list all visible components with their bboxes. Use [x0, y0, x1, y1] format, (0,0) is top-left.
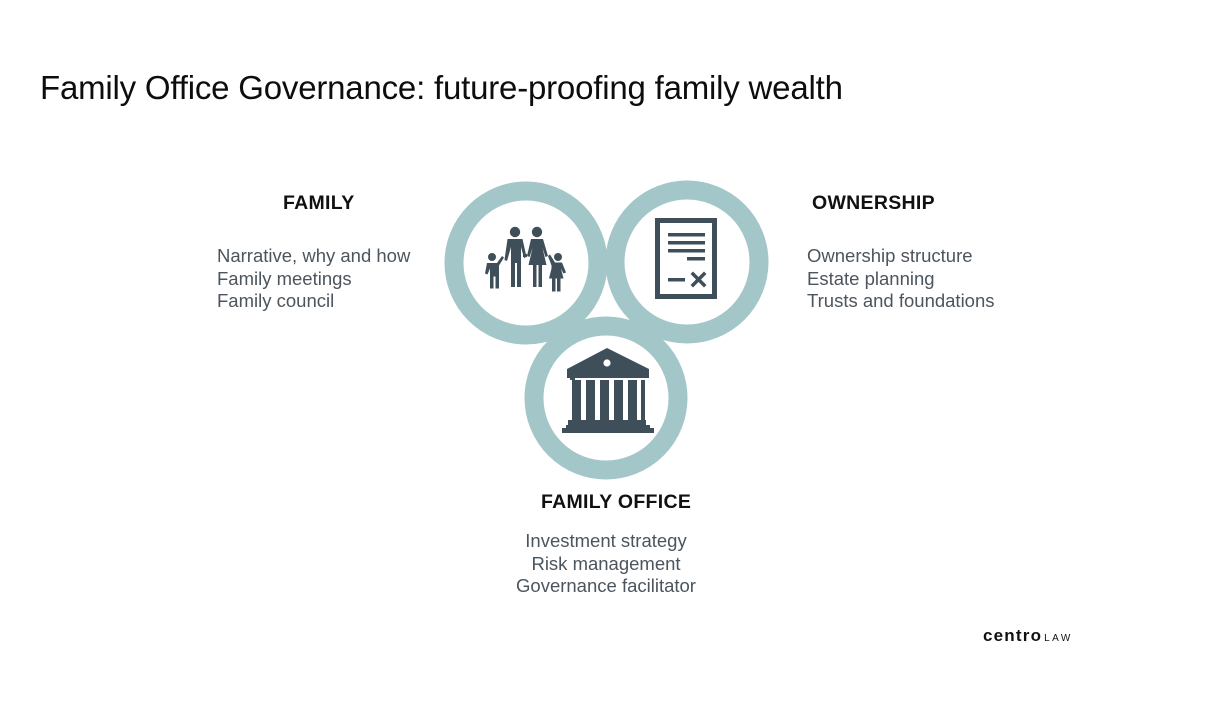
page-title: Family Office Governance: future-proofin… [40, 69, 843, 106]
building-icon [562, 348, 654, 433]
logo-suffix: LAW [1044, 633, 1073, 644]
list-item: Family council [217, 290, 335, 311]
list-item: Narrative, why and how [217, 245, 411, 266]
document-icon [655, 218, 717, 299]
family-items: Narrative, why and how Family meetings F… [217, 245, 410, 313]
list-item: Family meetings [217, 267, 352, 289]
list-item: Trusts and foundations [807, 290, 995, 311]
list-item: Risk management [531, 552, 681, 574]
family-circle [444, 181, 608, 345]
family-office-heading: FAMILY OFFICE [541, 491, 692, 513]
family-icon [485, 226, 566, 292]
family-heading: FAMILY [283, 192, 355, 214]
ownership-items: Ownership structure Estate planning Trus… [807, 245, 995, 313]
logo-brand: centro [983, 626, 1043, 645]
family-office-items: Investment strategy Risk management Gove… [505, 530, 707, 598]
list-item: Ownership structure [807, 245, 973, 266]
ownership-circle [605, 180, 769, 344]
list-item: Investment strategy [525, 530, 687, 551]
ownership-heading: OWNERSHIP [812, 192, 935, 214]
list-item: Estate planning [807, 267, 935, 289]
list-item: Governance facilitator [516, 575, 696, 596]
